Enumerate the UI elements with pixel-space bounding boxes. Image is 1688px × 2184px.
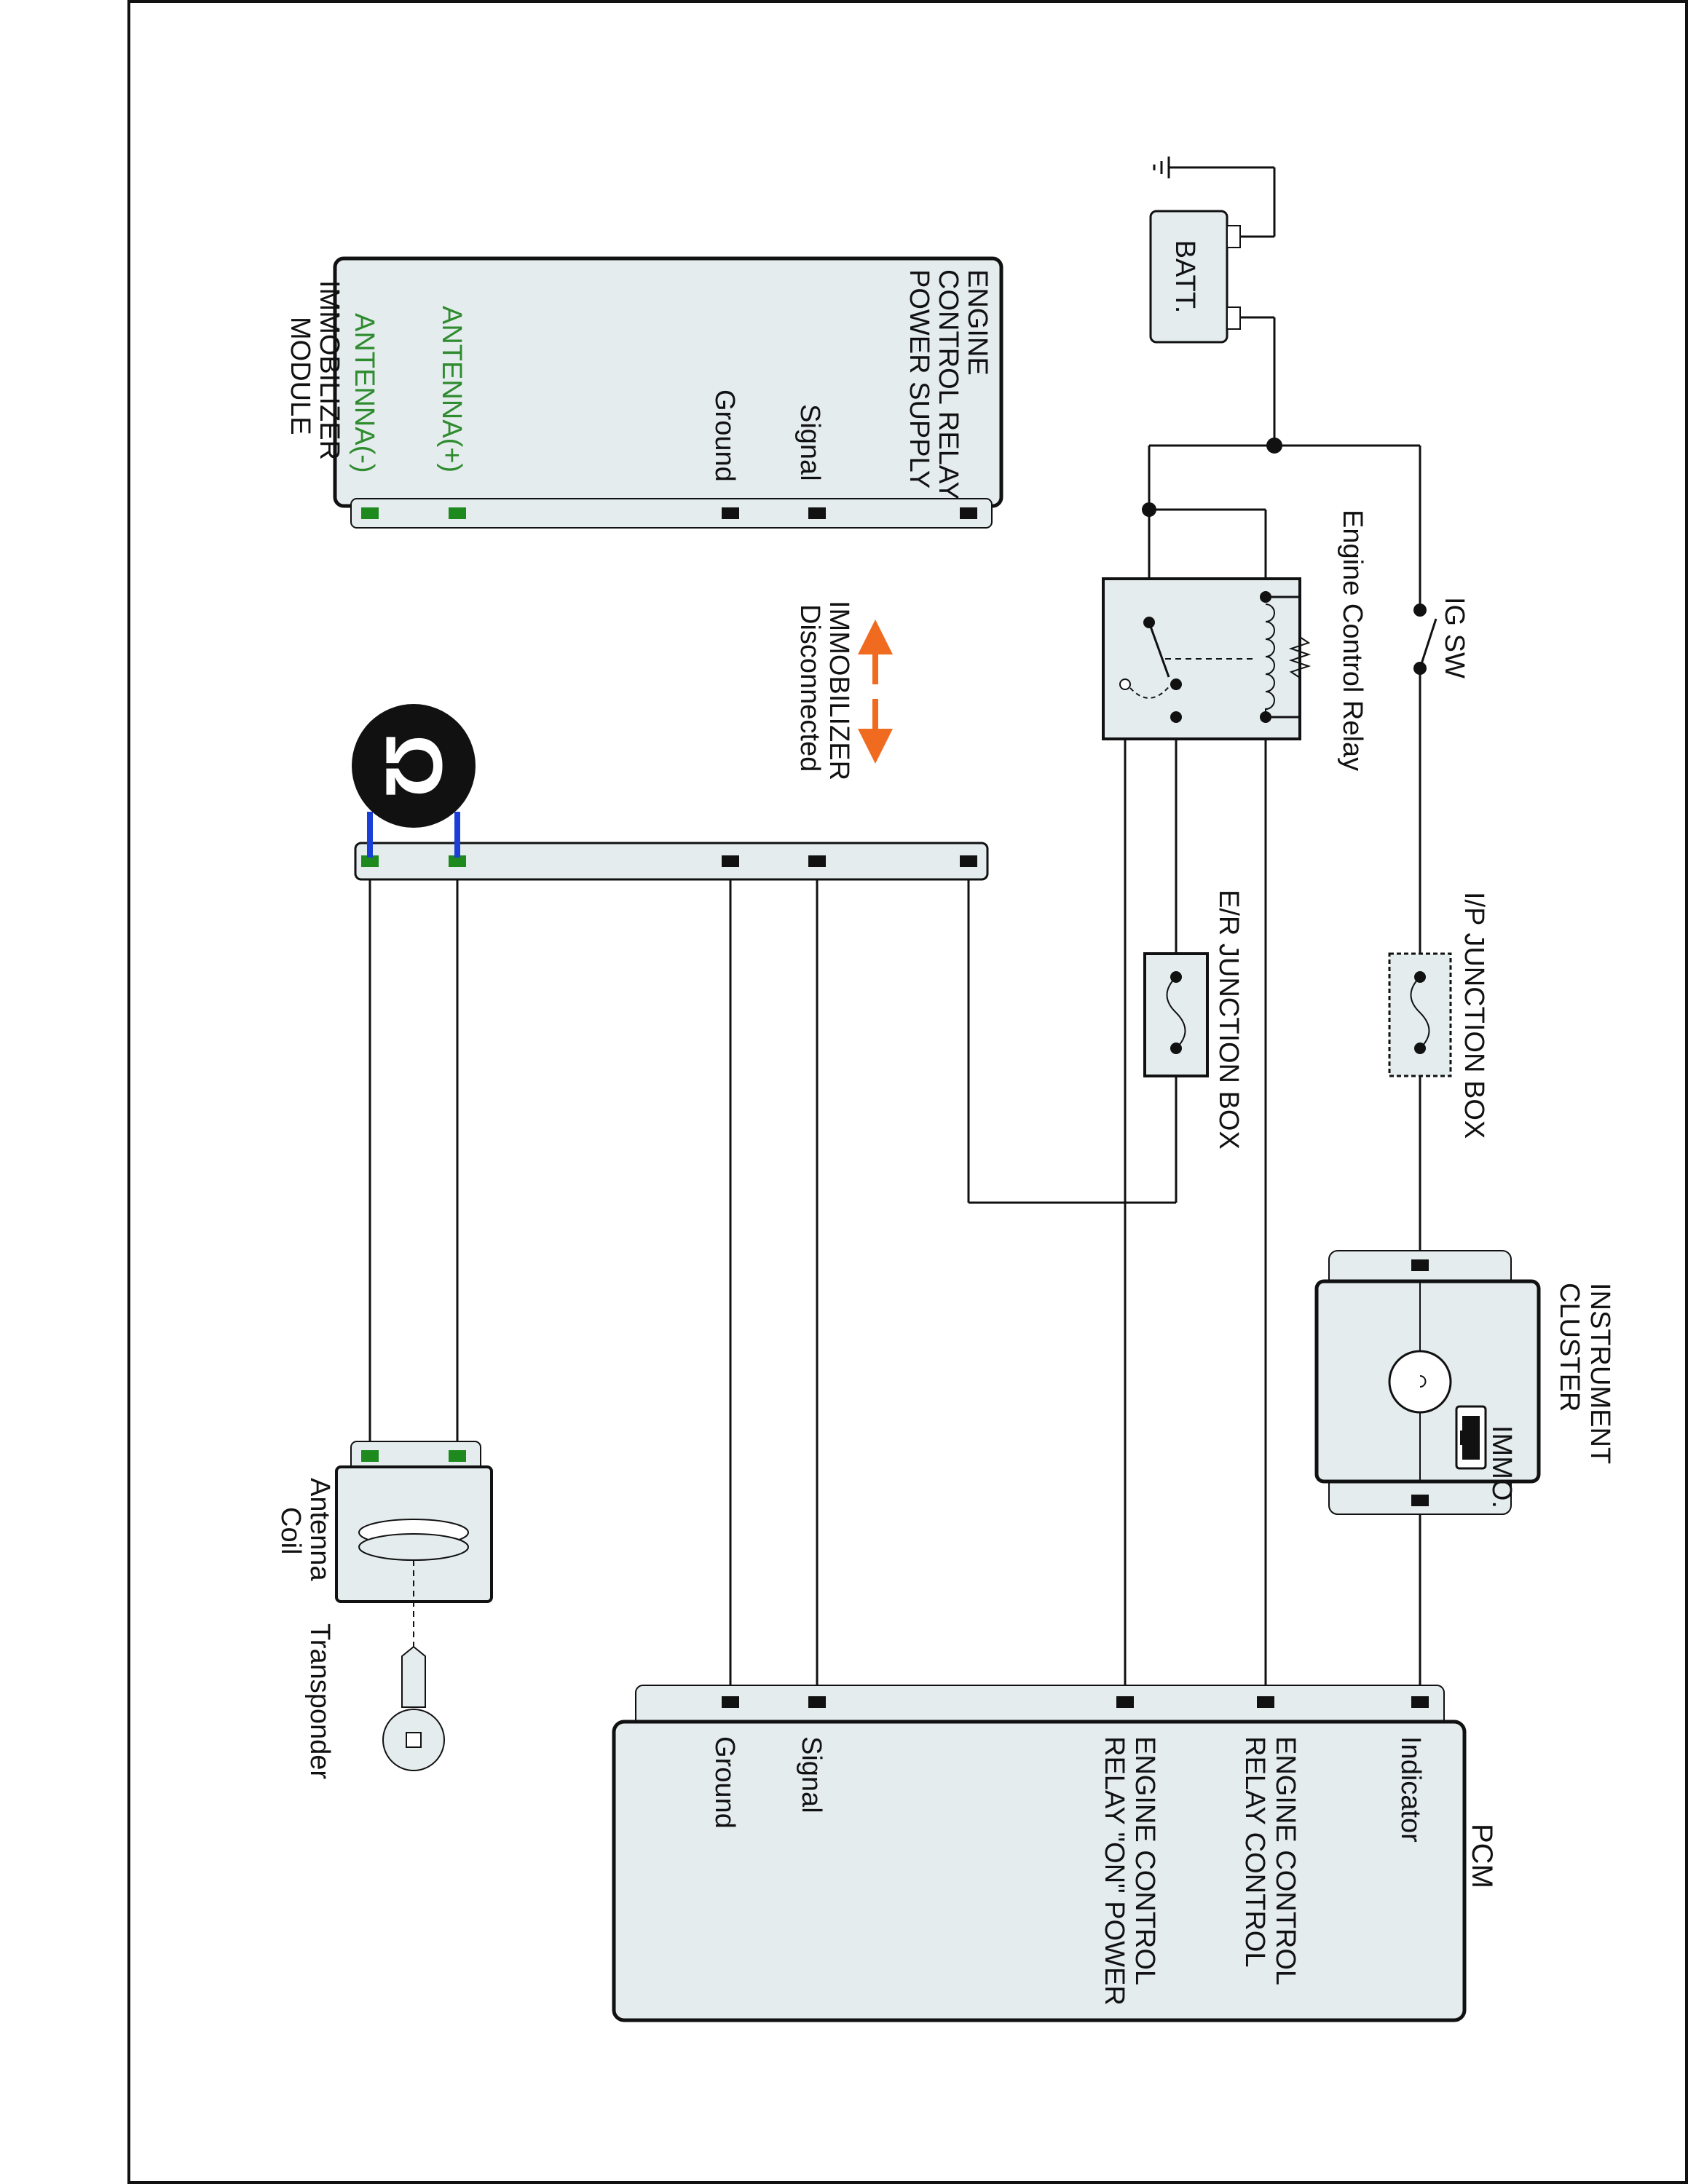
module-pin-label: ANTENNA(-) <box>349 313 379 473</box>
antenna-pin <box>361 507 379 519</box>
page-frame <box>127 0 1688 2184</box>
terminal <box>808 855 826 867</box>
terminal <box>722 1696 739 1708</box>
battery-body <box>1149 210 1228 344</box>
terminal <box>722 855 739 867</box>
antenna-pin <box>361 855 379 867</box>
instrument-cluster: IMMO. INSTRUMENT CLUSTER <box>1314 1250 1615 1515</box>
immobilizer-module: ENGINE CONTROL RELAY POWER SUPPLY Signal… <box>285 256 1003 529</box>
transponder-label: Transponder <box>304 1623 335 1779</box>
module-pin-label: ENGINE <box>962 269 993 376</box>
pcm-title: PCM <box>1466 1824 1498 1888</box>
battery-negative-terminal <box>1226 225 1241 248</box>
junction-dot <box>1266 438 1282 454</box>
immo-lamp-label: IMMO. <box>1486 1425 1517 1508</box>
wires <box>368 166 1421 1702</box>
key-icon <box>382 1645 445 1771</box>
er-junction-box: E/R JUNCTION BOX <box>1143 890 1244 1150</box>
terminal <box>960 855 977 867</box>
ig-switch-label: IG SW <box>1439 597 1470 678</box>
ground-icon <box>1153 157 1170 178</box>
battery-positive-terminal <box>1226 306 1241 330</box>
antenna-pin <box>449 1450 466 1462</box>
antenna-pin <box>361 1450 379 1462</box>
disconnect-note: IMMOBILIZER Disconnected <box>794 601 893 780</box>
antenna-pin <box>449 507 466 519</box>
disconnect-note-text: Disconnected <box>794 604 825 772</box>
terminal <box>1257 1696 1274 1708</box>
module-title: IMMOBILIZER <box>314 280 344 460</box>
pcm-pin-label: RELAY "ON" POWER <box>1099 1736 1129 2006</box>
er-junction-box-label: E/R JUNCTION BOX <box>1213 890 1244 1150</box>
module-title: MODULE <box>285 317 315 435</box>
pcm-pin-label: Ground <box>709 1736 740 1829</box>
instrument-cluster-title: CLUSTER <box>1554 1283 1585 1412</box>
antenna-coil-label: Coil <box>275 1507 306 1554</box>
pcm-pin-label: ENGINE CONTROL <box>1270 1736 1301 1985</box>
terminal <box>1116 1696 1134 1708</box>
terminal <box>1411 1259 1429 1271</box>
antenna-pin <box>449 855 466 867</box>
ohm-symbol: Ω <box>369 734 459 798</box>
ip-junction-box-label: I/P JUNCTION BOX <box>1459 892 1489 1139</box>
module-pin-label: ANTENNA(+) <box>436 306 467 472</box>
ip-junction-box: I/P JUNCTION BOX <box>1388 892 1489 1139</box>
terminal <box>1411 1495 1429 1506</box>
pcm-pin-label: ENGINE CONTROL <box>1129 1736 1160 1985</box>
engine-control-relay: Engine Control Relay <box>1102 502 1368 771</box>
pcm-pin-label: Signal <box>796 1736 827 1813</box>
pcm-pin-label: Indicator <box>1395 1736 1426 1843</box>
module-pin-label: POWER SUPPLY <box>904 269 934 488</box>
terminal <box>808 507 826 519</box>
indicator-lamp-icon <box>1388 1350 1452 1414</box>
module-pin-label: CONTROL RELAY <box>933 269 963 500</box>
antenna-coil: Antenna Coil <box>275 1441 493 1649</box>
terminal <box>1411 1696 1429 1708</box>
terminal <box>960 507 977 519</box>
antenna-coil-label: Antenna <box>304 1478 335 1581</box>
ohmmeter-icon <box>352 704 476 828</box>
pcm-pin-label: RELAY CONTROL <box>1239 1736 1270 1967</box>
harness-connector <box>354 842 989 881</box>
terminal <box>722 507 739 519</box>
relay-label: Engine Control Relay <box>1337 510 1368 771</box>
pcm: PCM Indicator ENGINE CONTROL RELAY CONTR… <box>612 1685 1498 2022</box>
battery-label: BATT. <box>1170 240 1200 314</box>
module-pin-label: Ground <box>709 389 740 482</box>
disconnect-note-text: IMMOBILIZER <box>824 601 854 780</box>
ohmmeter: Ω <box>352 704 476 858</box>
terminal <box>808 1696 826 1708</box>
battery: BATT. <box>1149 210 1241 344</box>
instrument-cluster-title: INSTRUMENT <box>1585 1283 1615 1464</box>
ig-switch: IG SW <box>1413 597 1470 678</box>
module-pin-label: Signal <box>794 404 825 481</box>
